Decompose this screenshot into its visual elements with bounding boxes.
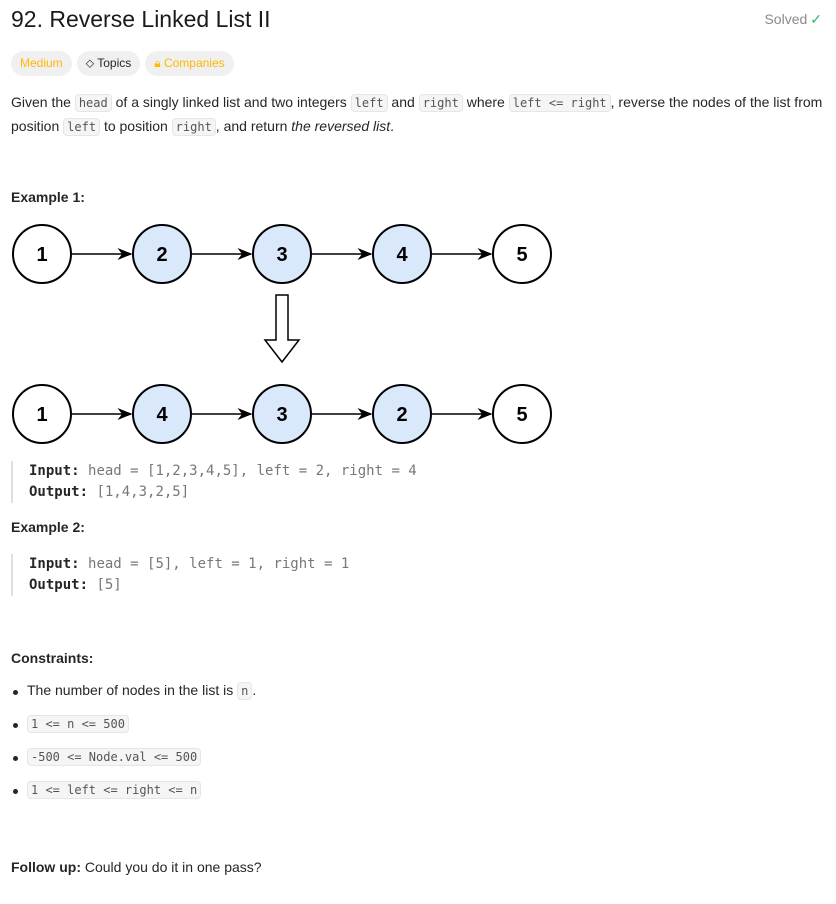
example-1-io: Input: head = [1,2,3,4,5], left = 2, rig… xyxy=(11,461,417,503)
companies-label: Companies xyxy=(163,56,225,70)
node-value: 3 xyxy=(276,244,287,266)
page-title: 92. Reverse Linked List II xyxy=(11,6,271,32)
lock-icon: 🔒︎ xyxy=(154,56,164,70)
follow-up: Follow up: Could you do it in one pass? xyxy=(11,859,262,875)
constraint-item: -500 <= Node.val <= 500 xyxy=(11,748,256,781)
list-node-before xyxy=(252,224,312,284)
node-value: 1 xyxy=(36,404,47,426)
topics-button[interactable]: ⬦ Topics xyxy=(76,51,141,76)
constraint-item: 1 <= n <= 500 xyxy=(11,715,256,748)
solved-status: Solved✓ xyxy=(764,11,822,28)
node-value: 2 xyxy=(396,404,407,426)
list-node-after xyxy=(492,384,552,444)
list-node-after xyxy=(12,384,72,444)
solved-label: Solved xyxy=(764,11,808,27)
node-value: 2 xyxy=(156,244,167,266)
problem-description: Given the head of a singly linked list a… xyxy=(11,94,823,136)
companies-button[interactable]: 🔒︎ Companies xyxy=(145,51,234,76)
example-1-heading: Example 1: xyxy=(11,189,85,205)
node-value: 4 xyxy=(396,244,408,266)
node-value: 1 xyxy=(36,244,47,266)
example-2-heading: Example 2: xyxy=(11,519,85,535)
check-circle-icon: ✓ xyxy=(810,11,822,27)
list-node-before xyxy=(372,224,432,284)
topics-label: Topics xyxy=(97,56,132,70)
constraint-item: 1 <= left <= right <= n xyxy=(11,781,256,814)
list-node-before xyxy=(12,224,72,284)
list-node-before xyxy=(132,224,192,284)
down-arrow-icon xyxy=(263,294,301,364)
linked-list-diagram: 1 2 3 4 5 1 4 3 2 5 xyxy=(12,224,552,444)
list-node-after xyxy=(132,384,192,444)
list-node-before xyxy=(492,224,552,284)
constraints-heading: Constraints: xyxy=(11,650,94,666)
tag-icon: ⬦ xyxy=(85,56,98,70)
constraints-list: The number of nodes in the list is n. 1 … xyxy=(11,682,256,814)
node-value: 5 xyxy=(516,244,527,266)
constraint-item: The number of nodes in the list is n. xyxy=(11,682,256,715)
list-node-after xyxy=(252,384,312,444)
node-value: 4 xyxy=(156,404,168,426)
list-node-after xyxy=(372,384,432,444)
node-value: 3 xyxy=(276,404,287,426)
difficulty-badge[interactable]: Medium xyxy=(11,51,72,76)
node-value: 5 xyxy=(516,404,527,426)
